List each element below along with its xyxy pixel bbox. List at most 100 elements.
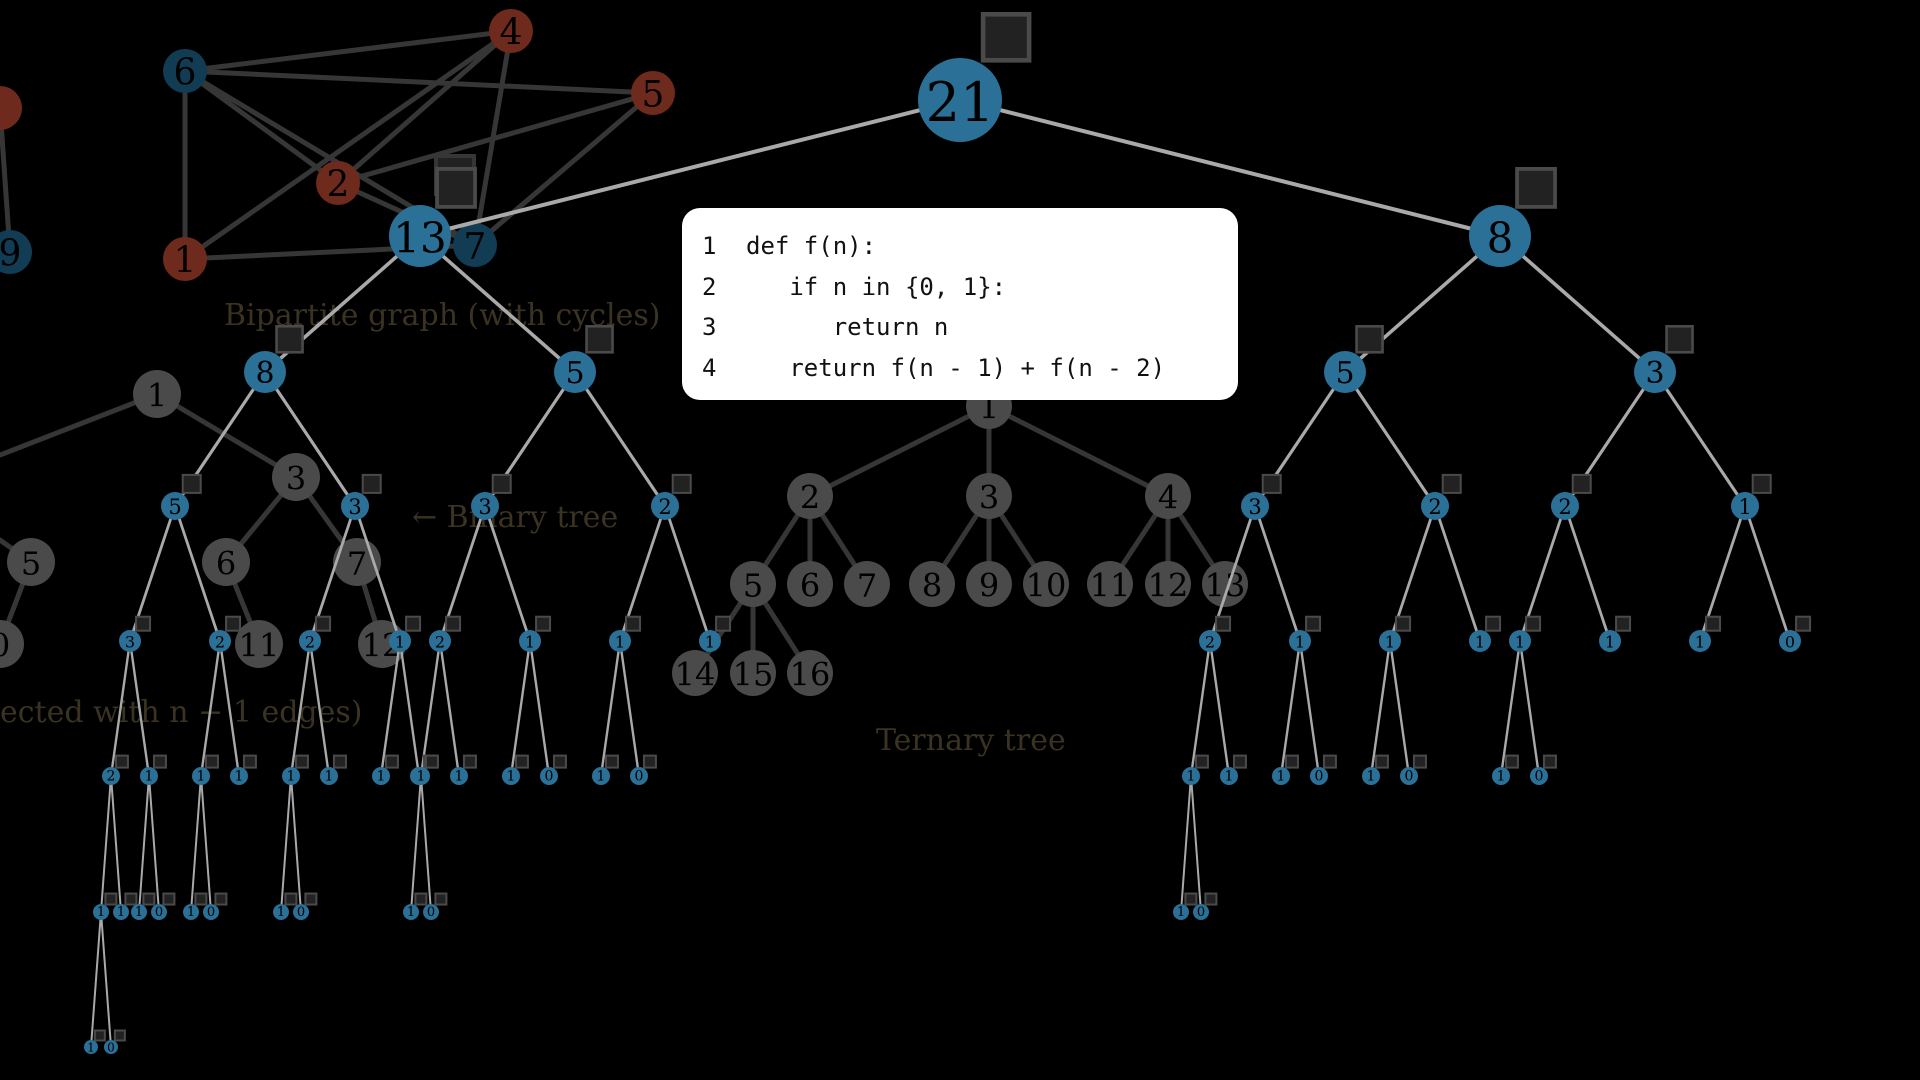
call-square: [1665, 324, 1694, 354]
fib-node: [273, 904, 289, 920]
call-square: [162, 892, 176, 906]
fib-node-label: 1: [705, 632, 715, 651]
fib-node-label: 5: [1335, 356, 1354, 391]
code-text: if n in {0, 1}:: [746, 272, 1007, 301]
fib-node-label: 1: [1695, 632, 1705, 651]
call-square: [715, 615, 732, 632]
fib-node: [1173, 904, 1189, 920]
code-line-4: 4 return f(n - 1) + f(n - 2): [702, 348, 1218, 389]
call-square: [1542, 754, 1557, 769]
bipartite-node: [0, 230, 32, 274]
fib-edge: [1388, 639, 1411, 778]
ternary-tree-node-label: 5: [743, 567, 763, 605]
fib-node-label: 2: [305, 632, 315, 651]
fib-node: [1362, 767, 1380, 785]
fib-edge: [190, 775, 202, 913]
bipartite-edge: [182, 28, 514, 74]
fib-edge: [199, 639, 222, 778]
call-square: [1615, 615, 1632, 632]
fib-node: [918, 58, 1002, 142]
call-square: [1322, 754, 1337, 769]
fib-edge: [418, 234, 577, 374]
ternary-tree-node-label: 9: [979, 567, 999, 605]
call-square: [181, 473, 202, 494]
call-square: [1705, 615, 1722, 632]
call-square: [1751, 473, 1772, 494]
fib-node: [1182, 767, 1200, 785]
fib-node-label: 1: [1738, 495, 1751, 519]
ternary-tree-node-label: 3: [979, 479, 999, 517]
bipartite-edge: [335, 28, 514, 186]
fib-node: [1469, 205, 1531, 267]
call-square: [135, 615, 152, 632]
fib-node-label: 2: [1428, 495, 1441, 519]
fib-edge: [618, 639, 641, 778]
fib-node-label: 1: [1385, 632, 1395, 651]
fib-edge: [1253, 504, 1302, 643]
fib-node: [592, 767, 610, 785]
binary-tree-node: [7, 538, 55, 586]
fib-node: [282, 767, 300, 785]
fib-node-label: 3: [348, 495, 361, 519]
fib-edge: [1743, 504, 1792, 643]
ternary-tree-node-label: 11: [1090, 567, 1131, 605]
binary-tree-node-label: 5: [21, 545, 41, 583]
fib-node-label: 0: [207, 905, 215, 920]
fib-edge: [138, 775, 150, 913]
call-square: [552, 754, 567, 769]
fib-edge: [173, 504, 222, 643]
fib-edge: [1190, 775, 1202, 913]
fib-node-label: 2: [1205, 632, 1215, 651]
fib-node: [502, 767, 520, 785]
fib-edge: [663, 504, 712, 643]
fib-node: [192, 767, 210, 785]
ternary-tree-label: Ternary tree: [876, 723, 1066, 758]
fib-edge: [109, 639, 132, 778]
fib-node-label: 1: [97, 905, 105, 920]
binary-tree-edge: [0, 391, 160, 458]
line-number: 1: [702, 232, 717, 260]
call-square: [462, 754, 477, 769]
fib-edge: [128, 639, 151, 778]
fib-edge: [509, 639, 532, 778]
fib-edge: [100, 911, 112, 1048]
fib-edge: [419, 639, 442, 778]
fib-node-label: 1: [507, 769, 516, 785]
fib-node: [1310, 767, 1328, 785]
ternary-tree-node: [787, 561, 833, 607]
fib-node-label: 1: [1187, 769, 1196, 785]
fib-node-label: 1: [407, 905, 415, 920]
call-square: [1504, 754, 1519, 769]
bipartite-edge: [182, 68, 341, 186]
fib-node-label: 1: [1605, 632, 1615, 651]
binary-tree-node-label: 6: [216, 545, 236, 583]
fib-node-label: 2: [215, 632, 225, 651]
fib-node: [1469, 630, 1491, 652]
ternary-tree-node: [966, 561, 1012, 607]
fib-node-label: 1: [1475, 632, 1485, 651]
call-square: [1485, 615, 1502, 632]
fib-node-label: 8: [1487, 214, 1514, 263]
fib-node-label: 3: [1248, 495, 1261, 519]
fib-edge: [110, 775, 122, 913]
call-square: [535, 615, 552, 632]
call-square: [435, 166, 477, 209]
bipartite-node: [163, 237, 207, 281]
binary-tree-node: [235, 620, 283, 668]
ternary-tree-node: [1145, 473, 1191, 519]
fib-node: [540, 767, 558, 785]
fib-node-label: 1: [135, 905, 143, 920]
call-square: [315, 615, 332, 632]
fib-node: [403, 904, 419, 920]
fib-node: [1779, 630, 1801, 652]
fib-node-label: 1: [117, 905, 125, 920]
fib-edge: [1180, 775, 1192, 913]
code-line-3: 3 return n: [702, 307, 1218, 348]
fib-node: [119, 630, 141, 652]
call-square: [1412, 754, 1427, 769]
binary-tree-node-label: 11: [239, 627, 280, 665]
fib-node-label: 2: [107, 769, 116, 785]
fib-node-label: 0: [1197, 905, 1205, 920]
fib-edge: [438, 639, 461, 778]
fib-node-label: 1: [395, 632, 405, 651]
